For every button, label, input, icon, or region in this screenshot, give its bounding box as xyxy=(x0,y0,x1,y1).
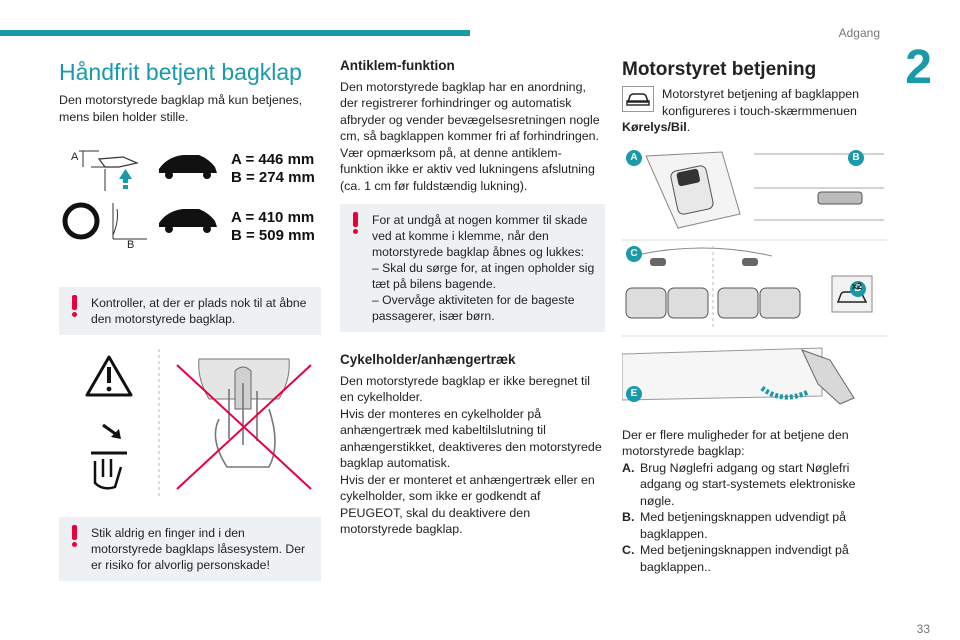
clearance-figure: A B A = 446 mm B = 274 mm A = 410 mm B =… xyxy=(59,145,321,257)
warning-pinch-text: For at undgå at nogen kommer til skade v… xyxy=(372,213,588,259)
spec-group-2: A = 410 mm B = 509 mm xyxy=(231,209,315,245)
warning-pinch: For at undgå at nogen kommer til skade v… xyxy=(340,204,605,332)
options-intro: Der er flere muligheder for at betjene d… xyxy=(622,427,849,459)
spec-1-a: A = 446 mm xyxy=(231,151,315,168)
settings-intro: Motorstyret betjening af bagklappen konf… xyxy=(622,86,887,119)
dimension-b-label: B xyxy=(127,239,135,251)
cykel-text-1: Den motorstyrede bagklap er ikke beregne… xyxy=(340,373,591,405)
spec-2-b: B = 509 mm xyxy=(231,227,315,244)
header-accent-bar xyxy=(0,30,470,36)
column-2: Antiklem-funktion Den motorstyrede bagkl… xyxy=(340,58,605,538)
double-press-label: x2 xyxy=(852,280,863,291)
badge-a: A xyxy=(626,149,642,166)
list-item: A. Brug Nøglefri adgang og start Nøglefr… xyxy=(622,460,887,510)
list-item: B. Med betjeningsknappen udvendigt på ba… xyxy=(622,509,887,542)
cykel-heading: Cykelholder/anhængertræk xyxy=(340,352,516,367)
control-options-figure: A B C D x2 E xyxy=(621,148,887,413)
antiklem-text-2: Vær opmærksom på, at denne antiklem-funk… xyxy=(340,145,595,193)
badge-e: E xyxy=(626,385,642,402)
warning-icon xyxy=(72,525,78,547)
warning-finger: Stik aldrig en finger ind i den motorsty… xyxy=(59,517,321,581)
list-item: C. Med betjeningsknappen indvendigt på b… xyxy=(622,542,887,575)
badge-b: B xyxy=(848,149,864,166)
list-letter: B. xyxy=(622,510,635,524)
warning-icon xyxy=(353,212,359,234)
list-letter: A. xyxy=(622,460,635,475)
intro-text: Den motorstyrede bagklap må kun betjenes… xyxy=(59,93,303,124)
list-letter: C. xyxy=(622,543,635,557)
tailgate-clearance-illustration xyxy=(62,150,217,240)
column-1: Håndfrit betjent bagklap Den motorstyred… xyxy=(59,58,321,581)
warning-pinch-item-2: – Overvåge aktiviteten for de bageste pa… xyxy=(372,293,575,323)
warning-icon xyxy=(72,295,78,317)
dimension-a-label: A xyxy=(71,151,79,163)
settings-intro-text: Motorstyret betjening af bagklappen konf… xyxy=(662,87,859,118)
section-title: Adgang xyxy=(838,26,880,40)
warning-space: Kontroller, at der er plads nok til at å… xyxy=(59,287,321,335)
list-text: Med betjeningsknappen udvendigt på bagkl… xyxy=(640,510,846,541)
spec-group-1: A = 446 mm B = 274 mm xyxy=(231,151,315,187)
car-settings-icon xyxy=(622,86,654,112)
finger-warning-figure xyxy=(59,349,321,499)
motor-heading: Motorstyret betjening xyxy=(622,59,817,80)
menu-path-suffix: . xyxy=(686,120,691,134)
warning-pinch-item-1: – Skal du sørge for, at ingen opholder s… xyxy=(372,261,595,291)
menu-path: Kørelys/Bil xyxy=(622,120,687,134)
page-title: Håndfrit betjent bagklap xyxy=(59,59,302,85)
page-number: 33 xyxy=(916,622,930,636)
cykel-text-2: Hvis der monteres en cykelholder på anhæ… xyxy=(340,406,602,471)
column-3: Motorstyret betjening Motorstyret betjen… xyxy=(621,58,887,575)
badge-c: C xyxy=(626,245,642,262)
finger-warning-illustration xyxy=(85,349,312,499)
list-text: Brug Nøglefri adgang og start Nøglefri a… xyxy=(640,460,856,508)
control-options-illustration xyxy=(621,150,887,405)
antiklem-text: Den motorstyrede bagklap har en anordnin… xyxy=(340,79,600,144)
warning-space-text: Kontroller, at der er plads nok til at å… xyxy=(91,296,307,326)
warning-finger-text: Stik aldrig en finger ind i den motorsty… xyxy=(91,526,306,572)
cykel-text-3: Hvis der er monteret et anhængertræk ell… xyxy=(340,472,595,537)
spec-1-b: B = 274 mm xyxy=(231,169,315,186)
list-text: Med betjeningsknappen indvendigt på bagk… xyxy=(640,543,849,574)
antiklem-heading: Antiklem-funktion xyxy=(340,58,455,73)
chapter-number: 2 xyxy=(905,41,932,94)
spec-2-a: A = 410 mm xyxy=(231,209,315,226)
badge-d: D xyxy=(850,280,866,297)
